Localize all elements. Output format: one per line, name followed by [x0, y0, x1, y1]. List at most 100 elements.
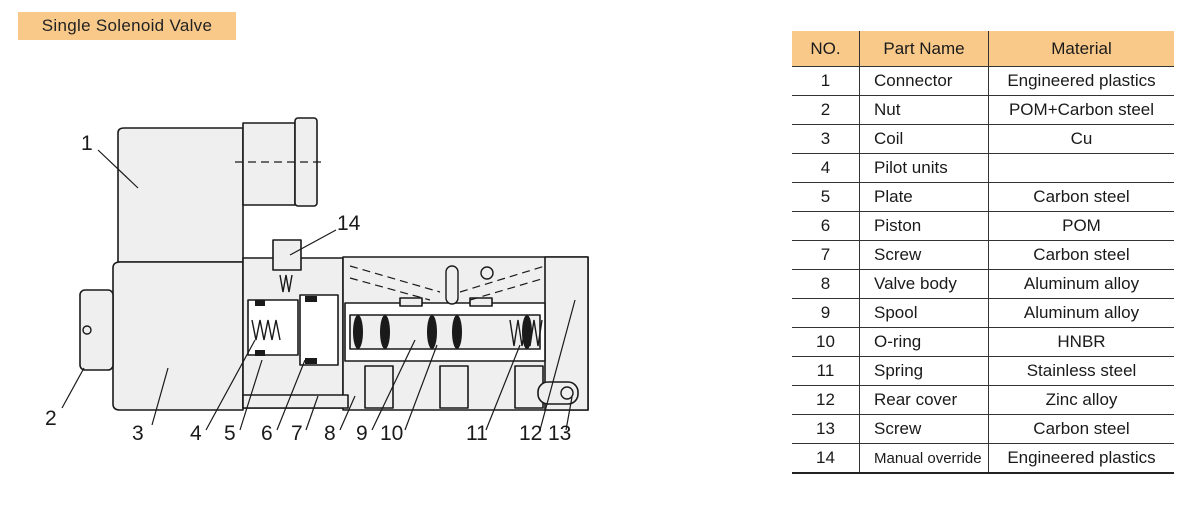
cell-no: 14 — [792, 443, 860, 474]
upper-bump-1 — [399, 297, 423, 307]
callout-4: 4 — [190, 422, 202, 445]
nut-hole — [82, 325, 92, 335]
cell-material: Engineered plastics — [988, 66, 1174, 96]
cell-no: 13 — [792, 414, 860, 444]
cell-no: 1 — [792, 66, 860, 96]
cell-no: 2 — [792, 95, 860, 125]
o-ring — [427, 315, 437, 349]
connector-plug — [242, 122, 296, 206]
leader-11 — [485, 344, 521, 431]
body-hole — [480, 266, 494, 280]
callout-7: 7 — [291, 422, 303, 445]
pilot-seal-top — [255, 300, 265, 306]
rear-screw — [537, 381, 579, 405]
header-part-name: Part Name — [859, 31, 989, 67]
table-header-row: NO. Part Name Material — [792, 31, 1174, 67]
port-a — [364, 365, 394, 409]
coil — [112, 261, 244, 411]
override-pin — [445, 265, 459, 305]
cell-name: Screw — [859, 414, 989, 444]
upper-bump-2 — [469, 297, 493, 307]
passage-line-2 — [349, 277, 431, 301]
callout-1: 1 — [81, 132, 93, 155]
cell-material: Engineered plastics — [988, 443, 1174, 474]
port-c — [514, 365, 544, 409]
callout-14: 14 — [337, 212, 361, 235]
cell-material: POM — [988, 211, 1174, 241]
cell-name: Coil — [859, 124, 989, 154]
leader-6 — [276, 359, 306, 431]
callout-10: 10 — [380, 422, 403, 445]
callout-6: 6 — [261, 422, 273, 445]
cell-material: Cu — [988, 124, 1174, 154]
cell-no: 9 — [792, 298, 860, 328]
header-material: Material — [988, 31, 1174, 67]
cell-material: Zinc alloy — [988, 385, 1174, 415]
cell-name: Connector — [859, 66, 989, 96]
leader-8 — [339, 395, 356, 431]
cell-no: 6 — [792, 211, 860, 241]
callout-5: 5 — [224, 422, 236, 445]
leader-14 — [289, 229, 337, 256]
leader-3 — [151, 367, 169, 426]
cell-name: Manual override — [859, 443, 989, 474]
cell-no: 8 — [792, 269, 860, 299]
manual-override — [272, 239, 302, 271]
cell-no: 12 — [792, 385, 860, 415]
leader-9 — [371, 339, 416, 431]
pilot-spring — [251, 319, 281, 341]
pilot-plunger — [247, 299, 299, 356]
cell-name: Rear cover — [859, 385, 989, 415]
cell-material: Carbon steel — [988, 414, 1174, 444]
cell-name: Nut — [859, 95, 989, 125]
cell-name: O-ring — [859, 327, 989, 357]
override-spring — [279, 274, 293, 293]
cell-name: Spool — [859, 298, 989, 328]
cell-material: Carbon steel — [988, 240, 1174, 270]
leader-10 — [404, 344, 438, 431]
base-plate — [242, 394, 349, 409]
cell-no: 3 — [792, 124, 860, 154]
callout-12: 12 — [519, 422, 542, 445]
o-ring-group — [255, 296, 532, 364]
o-ring — [452, 315, 462, 349]
cell-material: POM+Carbon steel — [988, 95, 1174, 125]
nut — [79, 289, 114, 371]
cell-no: 5 — [792, 182, 860, 212]
cell-material: Stainless steel — [988, 356, 1174, 386]
screw-head — [560, 386, 574, 400]
leader-5 — [239, 359, 263, 431]
piston-seal-top — [305, 296, 317, 302]
return-spring — [509, 319, 543, 347]
cell-name: Spring — [859, 356, 989, 386]
leader-2 — [61, 367, 85, 409]
cell-material: Carbon steel — [988, 182, 1174, 212]
leader-12 — [539, 299, 576, 431]
cell-name: Plate — [859, 182, 989, 212]
cell-no: 4 — [792, 153, 860, 183]
piston-seal-bottom — [305, 358, 317, 364]
cell-no: 10 — [792, 327, 860, 357]
callout-8: 8 — [324, 422, 336, 445]
cell-name: Screw — [859, 240, 989, 270]
callout-9: 9 — [356, 422, 368, 445]
passage-line-3 — [459, 265, 546, 293]
leader-13 — [565, 396, 573, 431]
cell-name: Pilot units — [859, 153, 989, 183]
callout-3: 3 — [132, 422, 144, 445]
leader-7 — [305, 395, 319, 431]
leader-4 — [205, 339, 256, 431]
